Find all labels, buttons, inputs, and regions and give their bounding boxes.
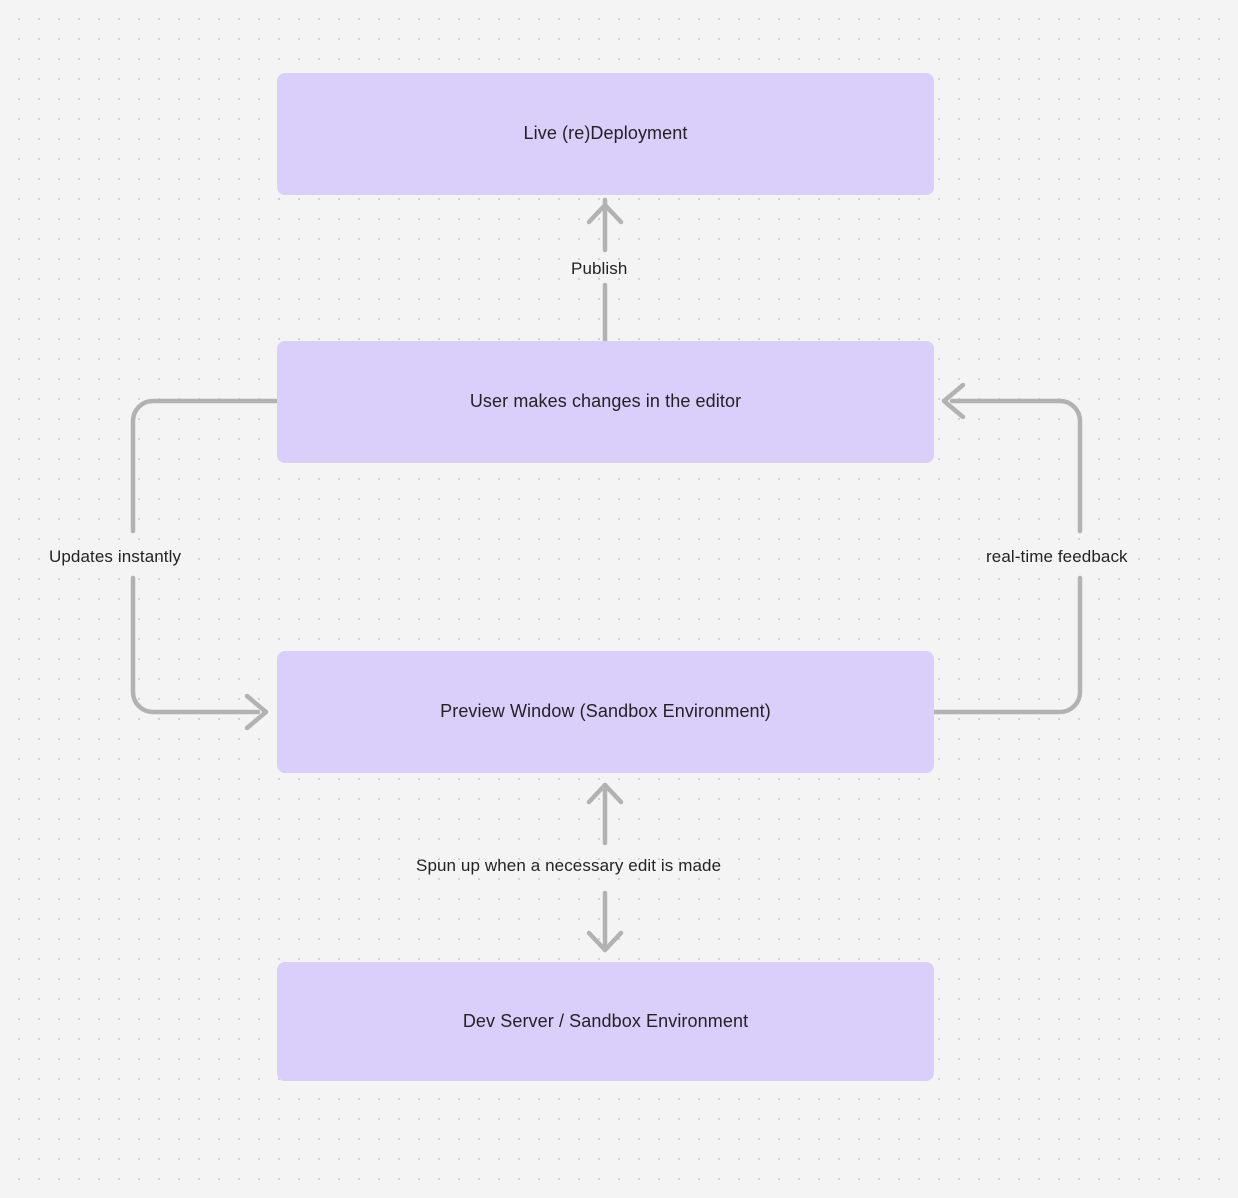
node-user-edit[interactable]: User makes changes in the editor — [277, 341, 934, 463]
node-live-deployment[interactable]: Live (re)Deployment — [277, 73, 934, 195]
node-dev-server-label: Dev Server / Sandbox Environment — [462, 1010, 749, 1031]
node-preview-window-label: Preview Window (Sandbox Environment) — [440, 701, 771, 722]
edge-label-spun-up: Spun up when a necessary edit is made — [416, 856, 722, 875]
edge-label-real-time-feedback: real-time feedback — [986, 547, 1128, 566]
node-dev-server[interactable]: Dev Server / Sandbox Environment — [277, 962, 934, 1081]
node-live-deployment-label: Live (re)Deployment — [523, 123, 688, 144]
edge-label-publish: Publish — [571, 259, 628, 278]
edge-label-updates-instantly: Updates instantly — [49, 547, 182, 566]
node-preview-window[interactable]: Preview Window (Sandbox Environment) — [277, 651, 934, 773]
node-user-edit-label: User makes changes in the editor — [469, 391, 742, 412]
